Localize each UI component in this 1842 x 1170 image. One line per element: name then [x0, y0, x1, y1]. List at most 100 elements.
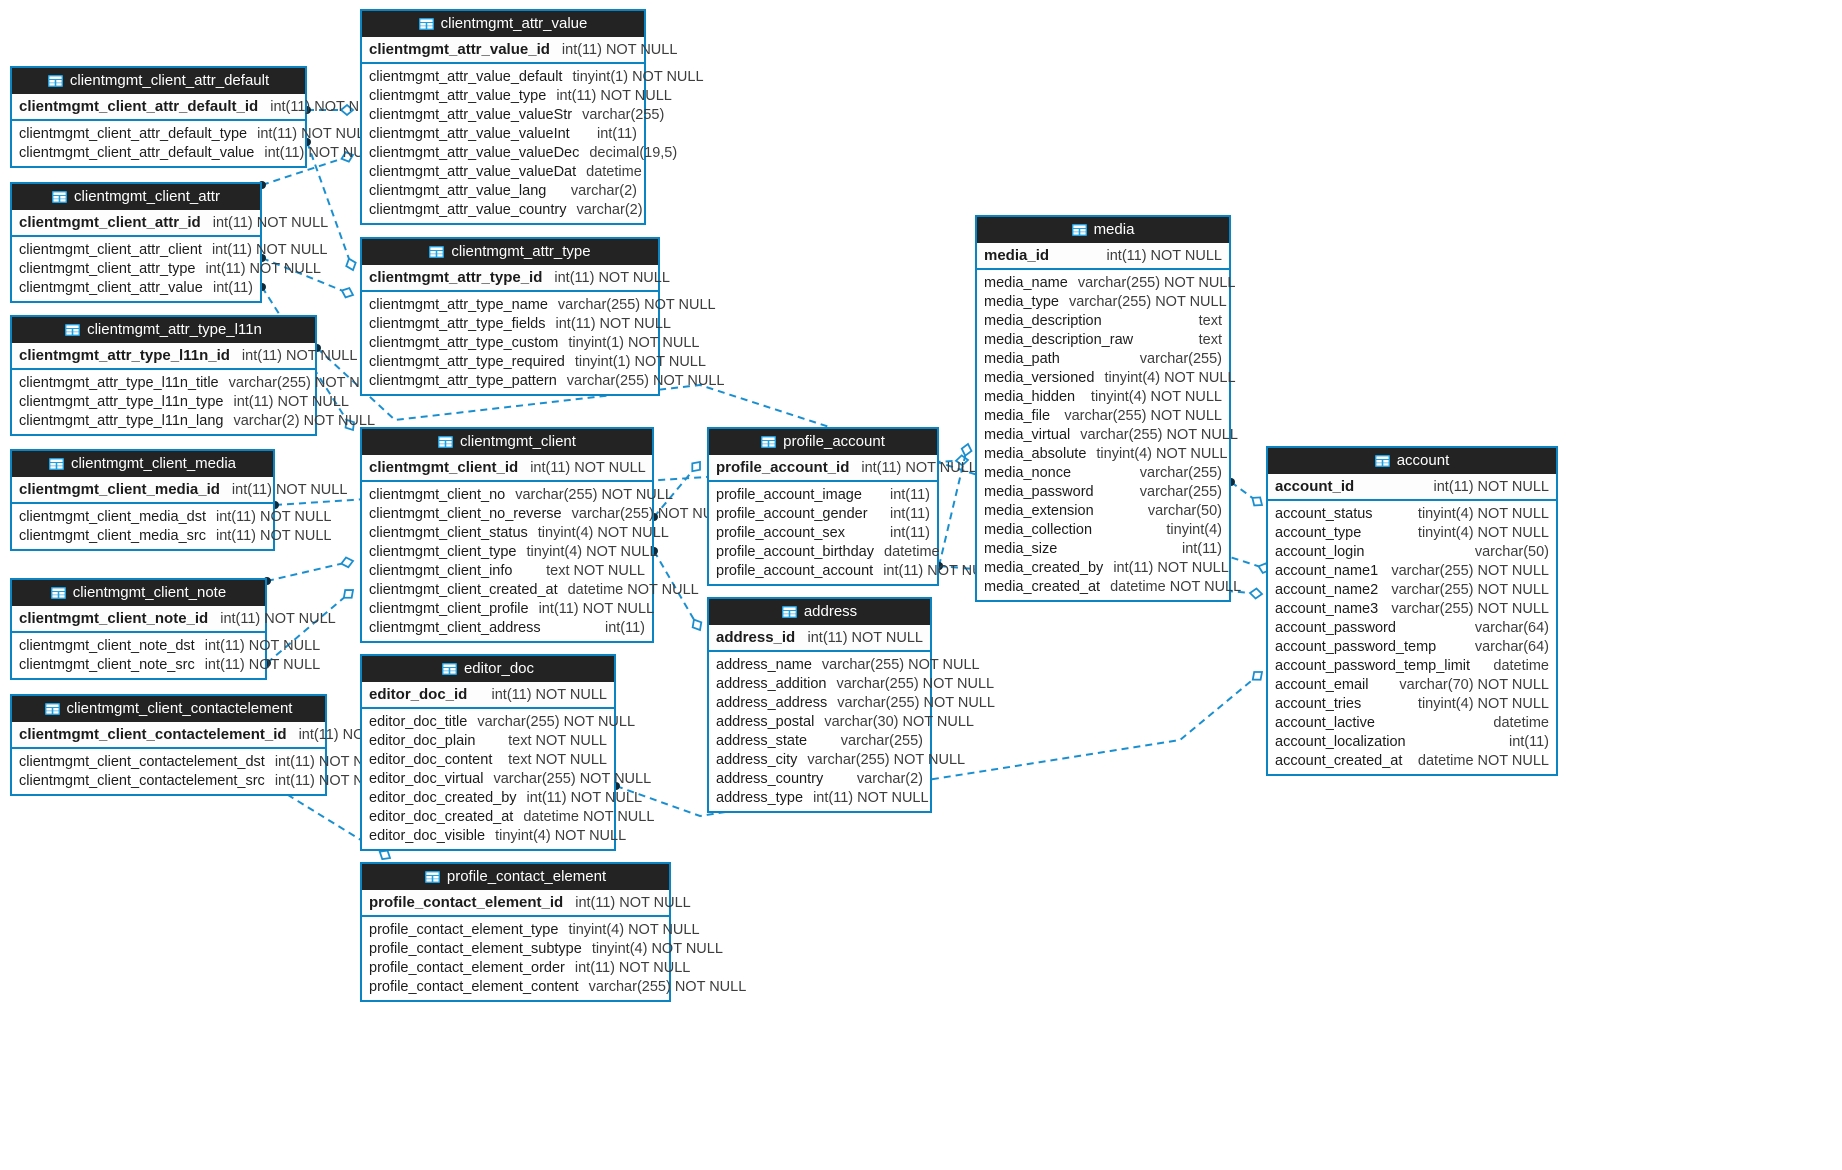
field-type: int(11) [889, 524, 930, 541]
entity-title: account [1396, 452, 1450, 469]
field-name: account_status [1275, 505, 1373, 522]
field-type: int(11) NOT NULL [1106, 247, 1223, 264]
table-icon [44, 703, 60, 715]
field-type: tinyint(4) NOT NULL [1417, 524, 1549, 541]
field-name: account_type [1275, 524, 1362, 541]
field-type: tinyint(4) NOT NULL [526, 543, 658, 560]
table-icon [1374, 455, 1390, 467]
primary-key-row: media_id int(11) NOT NULL [977, 243, 1229, 270]
field-type: decimal(19,5) [589, 144, 678, 161]
field-type: tinyint(4) NOT NULL [1417, 695, 1549, 712]
field-type: varchar(64) [1474, 638, 1549, 655]
entity-fields: profile_account_image int(11) profile_acco… [709, 482, 999, 584]
table-icon [48, 458, 64, 470]
field-type: int(11) NOT NULL [270, 98, 386, 115]
field-type: int(11) [604, 619, 645, 636]
field-type: int(11) [1508, 733, 1549, 750]
field-type: int(11) NOT NULL [257, 125, 373, 142]
field-type: datetime NOT NULL [523, 808, 655, 825]
field-type: int(11) NOT NULL [204, 656, 321, 673]
field-name: media_created_by [984, 559, 1104, 576]
field-name: media_created_at [984, 578, 1101, 595]
field-type: int(11) NOT NULL [220, 610, 336, 627]
field-name: clientmgmt_client_note_id [19, 610, 209, 627]
field-name: editor_doc_id [369, 686, 468, 703]
field-type: tinyint(4) NOT NULL [537, 524, 669, 541]
relationship-target-diamond [1251, 671, 1264, 681]
field-name: editor_doc_content [369, 751, 493, 768]
field-type: tinyint(4) NOT NULL [1104, 369, 1236, 386]
field-type: datetime NOT NULL [567, 581, 699, 598]
field-name: profile_contact_element_content [369, 978, 579, 995]
field-name: clientmgmt_client_no [369, 486, 506, 503]
field-name: editor_doc_created_by [369, 789, 517, 806]
field-name: profile_account_gender [716, 505, 868, 522]
field-name: clientmgmt_attr_type_required [369, 353, 565, 370]
field-type: int(11) [889, 505, 930, 522]
field-name: profile_account_sex [716, 524, 845, 541]
field-name: profile_contact_element_order [369, 959, 565, 976]
entity-clientmgmt_attr_type[interactable]: clientmgmt_attr_type clientmgmt_attr_type… [360, 237, 724, 396]
field-type: datetime [1493, 714, 1549, 731]
entity-title: profile_account [783, 433, 885, 450]
relationship-line [1230, 481, 1263, 506]
field-type: varchar(255) NOT NULL [836, 675, 995, 692]
field-name: clientmgmt_client_media_id [19, 481, 220, 498]
field-name: profile_account_image [716, 486, 862, 503]
entity-header-clientmgmt_attr_type: clientmgmt_attr_type [362, 239, 658, 265]
field-type: datetime [884, 543, 940, 560]
field-name: editor_doc_title [369, 713, 468, 730]
field-name: address_country [716, 770, 824, 787]
field-type: tinyint(4) [1166, 521, 1222, 538]
table-icon [438, 436, 454, 448]
field-name: media_id [984, 247, 1050, 264]
field-type: varchar(255) NOT NULL [1391, 600, 1549, 617]
field-type: int(11) NOT NULL [231, 481, 348, 498]
field-type: varchar(64) [1474, 619, 1549, 636]
field-name: media_password [984, 483, 1094, 500]
field-type: int(11) NOT NULL [813, 789, 929, 806]
field-type: varchar(255) NOT NULL [1391, 562, 1549, 579]
field-name: profile_contact_element_subtype [369, 940, 582, 957]
field-type: varchar(255) NOT NULL [807, 751, 966, 768]
field-type: int(11) NOT NULL [233, 393, 349, 410]
